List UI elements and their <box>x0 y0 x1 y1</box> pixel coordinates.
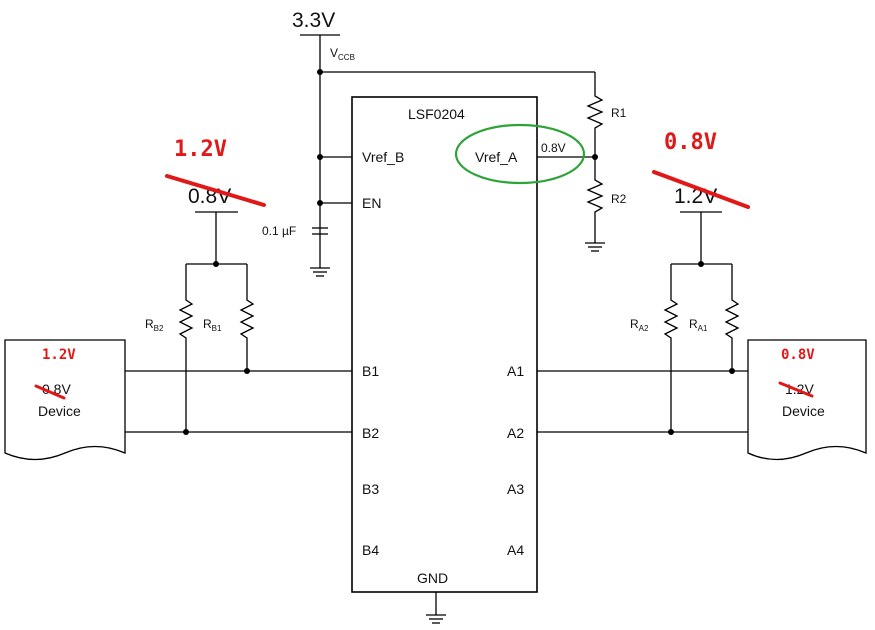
pin-vref-a: Vref_A <box>475 149 518 165</box>
pin-vref-b: Vref_B <box>362 149 404 165</box>
ground-symbol-r2 <box>585 242 605 252</box>
ground-symbol-cap <box>310 267 330 277</box>
resistor-rb1 <box>239 264 255 371</box>
pin-b1: B1 <box>362 363 379 379</box>
ground-symbol-chip <box>426 614 446 624</box>
left-pullup-new-voltage: 1.2V <box>174 137 227 162</box>
rb1-label: RB1 <box>203 317 222 333</box>
capacitor-symbol <box>312 227 328 235</box>
pin-a4: A4 <box>507 542 524 558</box>
left-device-strike <box>34 384 66 400</box>
vref-a-voltage: 0.8V <box>541 141 566 155</box>
left-device-body <box>4 339 126 461</box>
vref-a-highlight <box>454 123 586 185</box>
pin-en: EN <box>362 195 381 211</box>
resistor-r1 <box>586 92 604 157</box>
ra1-label: RA1 <box>689 317 708 333</box>
pin-gnd: GND <box>417 570 448 586</box>
right-device-body <box>747 339 867 461</box>
chip-body <box>351 96 538 593</box>
pin-a2: A2 <box>507 425 524 441</box>
resistor-ra2 <box>663 264 679 432</box>
pin-a1: A1 <box>507 363 524 379</box>
right-device-strike <box>778 381 814 398</box>
left-device-label: Device <box>38 403 81 419</box>
r2-label: R2 <box>611 192 627 206</box>
supply-voltage-label: 3.3V <box>292 9 335 32</box>
ra2-label: RA2 <box>630 317 649 333</box>
right-device-new-voltage: 0.8V <box>781 347 815 363</box>
vccb-label: VCCB <box>330 46 355 62</box>
rb2-label: RB2 <box>145 317 164 333</box>
right-pullup-strike <box>652 170 750 209</box>
pin-b3: B3 <box>362 481 379 497</box>
r1-label: R1 <box>611 106 627 120</box>
right-device-label: Device <box>782 403 825 419</box>
pin-b2: B2 <box>362 425 379 441</box>
capacitor-label: 0.1 µF <box>262 224 296 238</box>
resistor-rb2 <box>178 264 194 432</box>
left-device-new-voltage: 1.2V <box>42 347 76 363</box>
chip-name: LSF0204 <box>408 106 465 122</box>
pin-b4: B4 <box>362 542 379 558</box>
resistor-ra1 <box>724 264 740 371</box>
resistor-r2 <box>586 157 604 243</box>
left-pullup-strike <box>165 174 266 207</box>
right-pullup-new-voltage: 0.8V <box>664 130 717 155</box>
pin-a3: A3 <box>507 481 524 497</box>
